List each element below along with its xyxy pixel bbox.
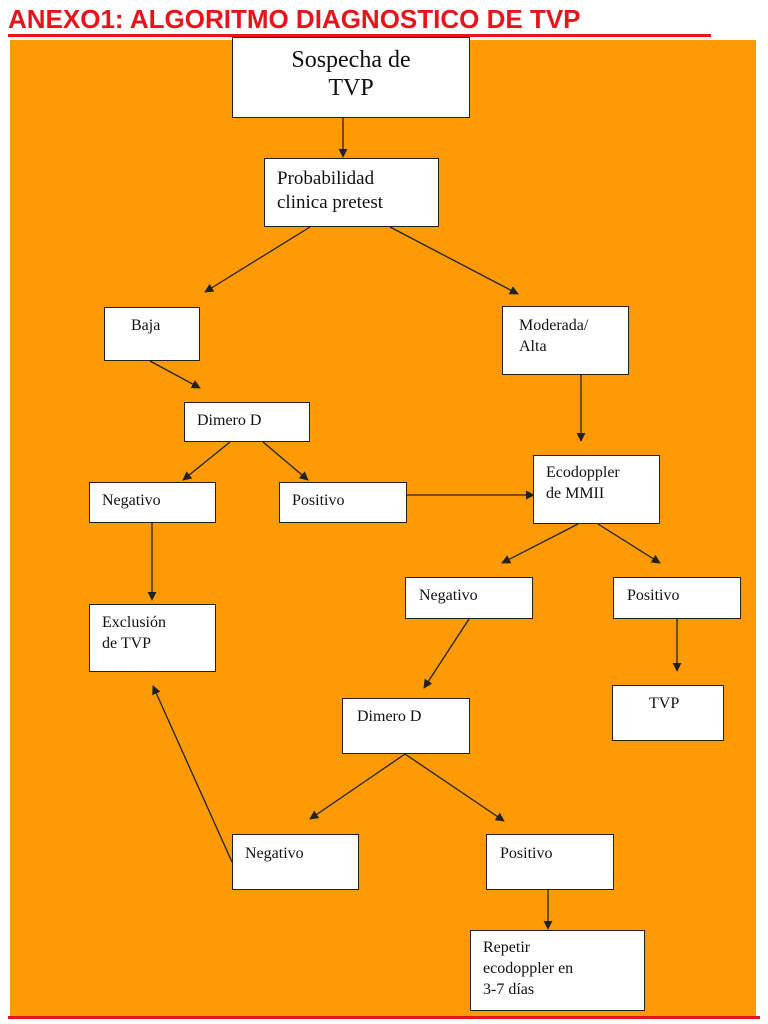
node-positivo-1: Positivo — [279, 482, 407, 523]
node-positivo-3: Positivo — [486, 834, 614, 890]
node-repetir-ecodoppler: Repetir ecodoppler en 3-7 días — [470, 930, 645, 1011]
node-baja: Baja — [104, 307, 200, 361]
node-dimero-d-2: Dimero D — [342, 698, 470, 754]
node-negativo-3: Negativo — [232, 834, 359, 890]
node-exclusion-tvp: Exclusión de TVP — [89, 604, 216, 672]
title-underline — [8, 34, 711, 37]
page-title: ANEXO1: ALGORITMO DIAGNOSTICO DE TVP — [8, 4, 581, 34]
node-sospecha: Sospecha de TVP — [232, 37, 470, 118]
node-negativo-1: Negativo — [89, 482, 216, 523]
node-dimero-d-1: Dimero D — [184, 402, 310, 442]
node-moderada: Moderada/ Alta — [502, 306, 629, 375]
node-positivo-2: Positivo — [613, 577, 741, 619]
bottom-rule — [8, 1016, 760, 1019]
node-tvp: TVP — [612, 685, 724, 741]
node-probabilidad: Probabilidad clinica pretest — [264, 158, 439, 227]
node-ecodoppler: Ecodoppler de MMII — [533, 455, 660, 524]
node-negativo-2: Negativo — [405, 577, 533, 619]
